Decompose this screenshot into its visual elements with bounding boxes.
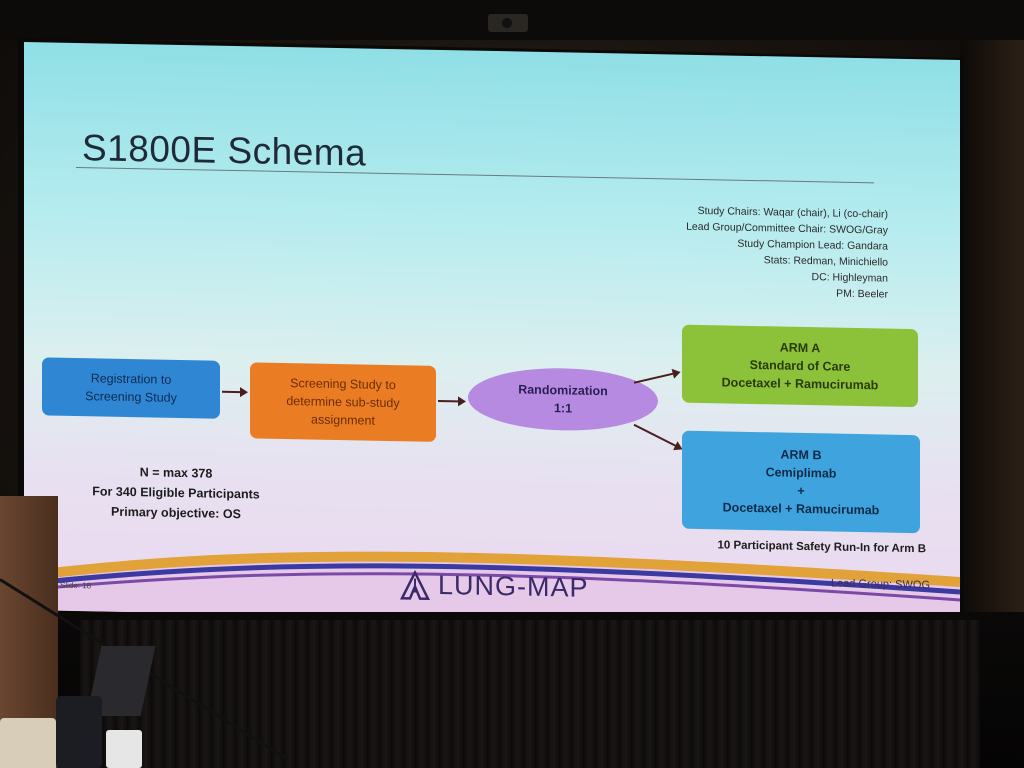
stage-curtain [80, 620, 980, 768]
lead-group-label: Lead Group: SWOG [830, 577, 930, 592]
screening-line: determine sub-study [286, 394, 400, 411]
cup [0, 718, 56, 768]
camera-icon [488, 14, 528, 32]
lung-map-logo: LUNG-MAP [398, 569, 589, 604]
lung-map-logo-icon [399, 569, 431, 600]
arrow-randomization-arm-a [633, 371, 679, 384]
arm-b-line: Docetaxel + Ramucirumab [722, 500, 880, 518]
registration-box: Registration to Screening Study [42, 357, 220, 419]
randomization-ellipse: Randomization 1:1 [468, 366, 658, 433]
randomization-line: Randomization [518, 382, 608, 399]
room-wall [960, 40, 1024, 640]
arm-b-box: ARM B Cemiplimab + Docetaxel + Ramucirum… [682, 430, 920, 534]
title-divider [76, 166, 874, 184]
registration-line: Screening Study [85, 389, 177, 405]
screening-line: assignment [311, 412, 375, 428]
arrow-registration-screening [222, 390, 246, 394]
enrollment-stats: N = max 378 For 340 Eligible Participant… [68, 461, 284, 525]
arrow-randomization-arm-b [633, 423, 682, 450]
stats-line: Primary objective: OS [111, 504, 241, 522]
arm-a-box: ARM A Standard of Care Docetaxel + Ramuc… [682, 324, 918, 408]
water-bottle [56, 696, 102, 768]
footer-wave [24, 551, 960, 628]
slide-number: Slide: 18 [60, 580, 92, 591]
chairs-line: PM: Beeler [836, 287, 888, 301]
study-chairs: Study Chairs: Waqar (chair), Li (co-chai… [686, 203, 888, 303]
arm-a-line: Docetaxel + Ramucirumab [721, 375, 879, 393]
stats-line: For 340 Eligible Participants [92, 484, 260, 502]
logo-text: LUNG-MAP [438, 569, 589, 603]
arrow-screening-randomization [438, 399, 464, 403]
can [106, 730, 142, 768]
randomization-line: 1:1 [553, 401, 573, 416]
registration-line: Registration to [90, 371, 172, 387]
screening-box: Screening Study to determine sub-study a… [250, 362, 436, 442]
slide: S1800E Schema Study Chairs: Waqar (chair… [24, 42, 960, 628]
screening-line: Screening Study to [290, 376, 396, 393]
